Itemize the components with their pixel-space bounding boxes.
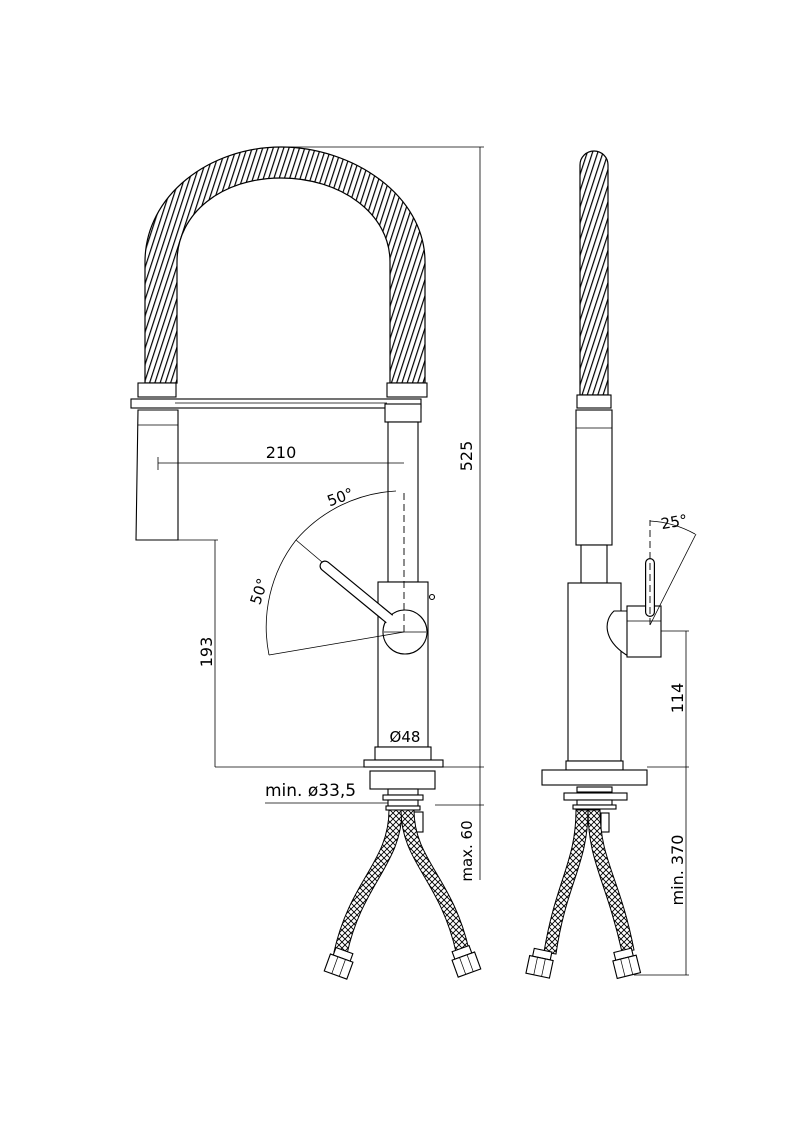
side-angle-arc (649, 520, 696, 535)
front-deck-flange (363, 759, 444, 768)
front-spring-collar-left (137, 382, 177, 398)
front-angle-arc-lower (265, 539, 297, 656)
front-view (130, 146, 482, 980)
side-spring-coil (579, 150, 609, 396)
front-spray-head (135, 409, 179, 541)
front-angle-arc-upper (295, 490, 397, 541)
side-body (567, 582, 622, 762)
side-spray-head (575, 409, 613, 546)
dim-angle-upper-label: 50° (325, 484, 356, 510)
side-deck-flange (541, 769, 648, 786)
front-spring-coil (144, 146, 426, 384)
front-hose-nut-right (451, 944, 482, 978)
dim-outlet-height-label: 193 (197, 637, 216, 668)
dim-height-total-label: 525 (457, 441, 476, 472)
front-holder-bar (130, 398, 422, 409)
front-vertical-pipe (387, 421, 419, 583)
front-base-ring (374, 746, 432, 761)
front-body (377, 581, 429, 748)
front-ring-right (384, 403, 422, 423)
front-hose-nut-left (323, 946, 354, 980)
side-hose-left (543, 809, 589, 955)
front-hose-left (333, 809, 403, 955)
side-hose-right (587, 809, 635, 953)
side-dimensions: 25° 114 min. 370 (634, 511, 689, 976)
side-view (525, 150, 697, 980)
dim-deck-thickness-label: max. 60 (458, 820, 476, 881)
front-spring-collar-right (386, 382, 428, 398)
dim-side-angle-label: 25° (659, 511, 688, 533)
dim-body-diameter-label: Ø48 (390, 728, 421, 746)
dim-hole-diameter-label: min. ø33,5 (265, 781, 356, 801)
front-dimensions: 525 210 193 Ø48 min. ø33,5 max. 60 50° 5… (157, 146, 484, 882)
side-hose-nut-left (525, 947, 554, 979)
front-body-nub (428, 593, 436, 601)
dim-reach-label: 210 (266, 443, 297, 462)
dim-lever-height-label: 114 (668, 683, 687, 714)
side-vertical-pipe (580, 544, 608, 584)
front-mount-plate (369, 770, 436, 790)
side-hose-nut-right (612, 947, 642, 980)
dim-hose-length-label: min. 370 (668, 835, 687, 906)
